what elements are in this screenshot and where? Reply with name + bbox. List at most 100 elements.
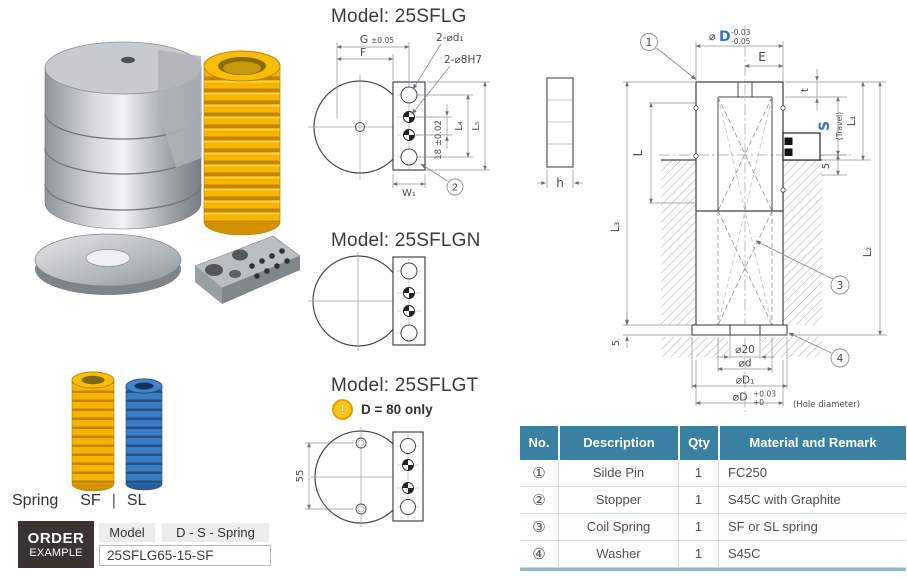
dim-d-top-tol-l: -0.05 [731, 37, 751, 46]
callout-4: 4 [837, 353, 844, 365]
dim-phi: ⌀ [709, 30, 716, 43]
callout-2-circle [446, 178, 464, 196]
callout-1: 1 [646, 37, 653, 49]
dim-phi20: ⌀20 [735, 344, 755, 356]
table-row: ④ Washer 1 S45C [520, 541, 906, 571]
dim-phid1: ⌀D₁ [736, 375, 755, 387]
dim-s: S [817, 121, 833, 131]
slide-pin-3d [44, 41, 202, 230]
dim-t: t [800, 88, 811, 92]
callout-1-circle [640, 33, 658, 51]
dim-d-bot-tol-u: +0.03 [753, 390, 776, 399]
dim-l2: L₂ [861, 247, 874, 258]
row-material: S45C [718, 541, 906, 568]
tapped-hole [355, 437, 367, 515]
d1-hole [400, 86, 418, 104]
8h7-hole [402, 459, 414, 494]
dim-w1: W₁ [402, 188, 416, 199]
dim-l1: L₁ [845, 116, 858, 127]
dim-l4: L₄ [454, 121, 465, 131]
order-pattern: D - S - Spring [162, 523, 269, 542]
row-material: SF or SL spring [718, 514, 906, 541]
callout-2: 2 [452, 183, 458, 194]
row-no: ③ [520, 514, 558, 541]
dim-g: G [360, 33, 369, 46]
callout-3-circle [830, 275, 850, 295]
row-qty: 1 [678, 460, 718, 487]
hole-diameter-note: (Hole diameter) [793, 400, 860, 410]
table-row: ① Silde Pin 1 FC250 [520, 460, 906, 487]
drawing-25sflgn-top-view [308, 252, 426, 351]
row-material: FC250 [718, 460, 906, 487]
8h7-hole [403, 287, 415, 317]
order-word: ORDER [27, 529, 85, 547]
model-title-25sflg: Model: 25SFLG [331, 6, 467, 27]
order-example: ORDER EXAMPLE Model D - S - Spring 25SFL… [18, 521, 271, 568]
dim-phid: ⌀d [739, 358, 752, 370]
dim-travel: (Travel) [835, 112, 844, 140]
table-row: ② Stopper 1 S45C with Graphite [520, 487, 906, 514]
dim-d-top: D [719, 29, 731, 45]
table-header-row: No. Description Qty Material and Remark [520, 426, 906, 460]
drawing-25sflgt-top-view: 55 [295, 427, 424, 527]
dim-55: 55 [295, 470, 306, 483]
row-description: Stopper [558, 487, 678, 514]
drawing-25sflg-top-view: G ±0.05 F 2-⌀d₁ 2-⌀8H7 18 ±0.02 L₄ L₅ W₁… [308, 32, 490, 199]
sl-blue-spring [125, 378, 163, 491]
assembly-section-drawing: 1 3 4 ⌀ D -0.03 -0.05 E t S (Travel) L₁ … [609, 26, 887, 412]
col-description: Description [558, 426, 678, 460]
row-description: Washer [558, 541, 678, 568]
legend-sf: SF [80, 492, 101, 509]
callout-3: 3 [837, 280, 844, 292]
order-example-code: 25SFLG65-15-SF [99, 545, 271, 566]
col-qty: Qty [678, 426, 718, 460]
mold-plate-hatch [661, 160, 822, 357]
row-no: ① [520, 460, 558, 487]
parts-table: No. Description Qty Material and Remark … [520, 426, 906, 571]
d1-hole [400, 148, 418, 166]
d80-warning: ! D = 80 only [332, 399, 433, 420]
label-2-8h7: 2-⌀8H7 [444, 54, 482, 66]
row-no: ④ [520, 541, 558, 568]
example-word: EXAMPLE [29, 546, 83, 559]
label-2-d1: 2-⌀d₁ [436, 32, 464, 44]
dim-g-tol: ±0.05 [371, 36, 394, 45]
row-qty: 1 [678, 487, 718, 514]
dim-l5: L₅ [471, 121, 482, 131]
washer-section [691, 324, 788, 336]
warning-text: D = 80 only [361, 402, 433, 417]
spring-side-view: h [537, 77, 583, 190]
model-title-25sflgt: Model: 25SFLGT [331, 375, 479, 396]
row-material: S45C with Graphite [718, 487, 906, 514]
dim-d-bot: ⌀D [732, 391, 747, 404]
table-row: ③ Coil Spring 1 SF or SL spring [520, 514, 906, 541]
stopper-section [782, 132, 821, 161]
row-qty: 1 [678, 541, 718, 568]
col-no: No. [520, 426, 558, 460]
row-description: Silde Pin [558, 460, 678, 487]
legend-label: Spring [12, 492, 59, 509]
order-example-badge: ORDER EXAMPLE [18, 521, 94, 568]
coil-spring-3d [203, 50, 281, 236]
dim-18: 18 ±0.02 [434, 120, 444, 160]
dim-d-bot-tol-l: +0 [753, 398, 764, 407]
legend-divider: | [111, 492, 116, 509]
dim-5-right: 5 [821, 163, 832, 169]
dim-l3: L₃ [609, 222, 622, 233]
washer-3d [34, 233, 182, 295]
row-no: ② [520, 487, 558, 514]
col-material: Material and Remark [718, 426, 906, 460]
dim-f: F [360, 46, 366, 59]
dim-5-left: 5 [611, 340, 622, 346]
order-model-label: Model [99, 523, 155, 542]
row-description: Coil Spring [558, 514, 678, 541]
dim-l: L [631, 149, 645, 156]
product-photo-3d [34, 41, 300, 304]
callout-4-circle [830, 348, 850, 368]
warning-icon: ! [332, 399, 353, 420]
sf-yellow-spring [71, 371, 115, 492]
8h7-hole [403, 111, 415, 141]
dim-e: E [758, 50, 766, 64]
stopper-block-3d [194, 235, 300, 304]
